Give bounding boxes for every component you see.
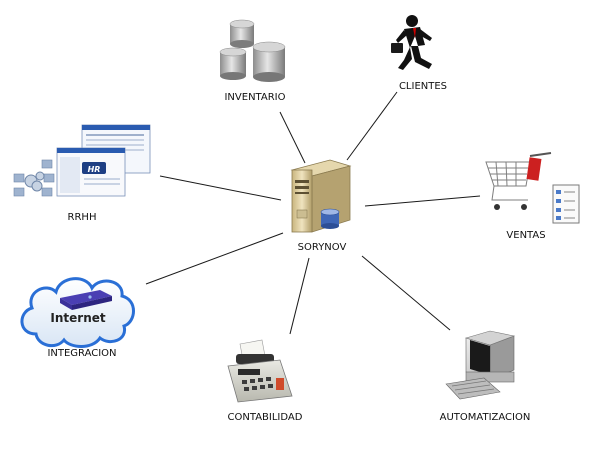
hr-software-windows-icon: HR xyxy=(13,124,151,197)
node-label: AUTOMATIZACION xyxy=(440,412,531,423)
link-automatizacion xyxy=(361,255,451,331)
center-node: SORYNOV xyxy=(290,159,352,253)
node-label: INTEGRACION xyxy=(47,348,116,359)
node-automatizacion: AUTOMATIZACION xyxy=(440,330,531,423)
shopping-cart-checklist-icon xyxy=(485,152,580,224)
node-label: RRHH xyxy=(68,212,97,223)
node-rrhh: HR RRHH xyxy=(13,124,151,223)
link-ventas xyxy=(364,195,481,207)
node-label: INVENTARIO xyxy=(224,92,285,103)
node-clientes: CLIENTES xyxy=(391,15,447,92)
adding-machine-icon xyxy=(227,339,293,403)
node-contabilidad: CONTABILIDAD xyxy=(227,339,303,423)
node-label: CLIENTES xyxy=(399,81,447,92)
link-contabilidad xyxy=(289,257,310,335)
link-integracion xyxy=(145,232,284,285)
database-cylinders-icon xyxy=(219,19,286,82)
node-ventas: VENTAS xyxy=(485,152,580,241)
node-label: VENTAS xyxy=(506,230,545,241)
running-businessman-icon xyxy=(391,15,432,70)
node-integracion: Internet INTEGRACION xyxy=(20,277,135,359)
link-rrhh xyxy=(159,175,282,201)
connector-lines xyxy=(145,91,481,335)
internet-cloud-icon: Internet xyxy=(20,277,135,348)
node-label: CONTABILIDAD xyxy=(228,412,303,423)
center-label: SORYNOV xyxy=(298,242,347,253)
server-icon xyxy=(290,159,352,233)
link-clientes xyxy=(346,91,398,161)
node-inventario: INVENTARIO xyxy=(219,19,286,103)
link-inventario xyxy=(279,111,306,164)
hr-badge: HR xyxy=(88,165,101,174)
desktop-computer-icon xyxy=(445,330,516,400)
internet-badge: Internet xyxy=(50,311,105,325)
